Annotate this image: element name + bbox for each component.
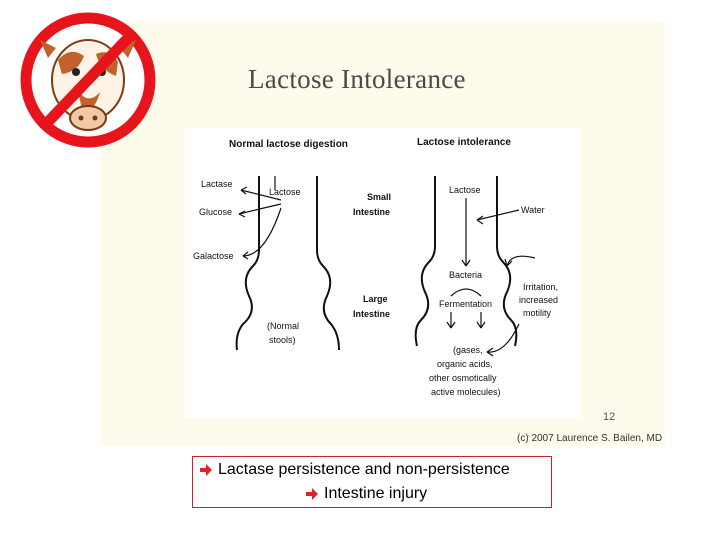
galactose-label: Galactose <box>193 251 234 261</box>
small-intestine-label-1: Small <box>367 192 391 202</box>
arrow-bullet-icon <box>200 464 212 476</box>
bullet-box: Lactase persistence and non-persistence … <box>192 456 552 508</box>
byproducts-label-4: active molecules) <box>431 387 501 397</box>
irritation-label-1: Irritation, <box>523 282 558 292</box>
irritation-label-3: motility <box>523 308 552 318</box>
slide-title: Lactose Intolerance <box>248 64 466 94</box>
bacteria-label: Bacteria <box>449 270 482 280</box>
bullet-text-1: Lactase persistence and non-persistence <box>218 461 510 478</box>
large-intestine-label-1: Large <box>363 294 388 304</box>
byproducts-label-3: other osmotically <box>429 373 497 383</box>
lactose-label-right: Lactose <box>449 185 481 195</box>
bullet-item-2: Intestine injury <box>305 485 427 503</box>
bullet-item-1: Lactase persistence and non-persistence <box>199 461 510 479</box>
normal-heading: Normal lactose digestion <box>229 139 348 150</box>
lactase-label: Lactase <box>201 179 233 189</box>
large-intestine-label-2: Intestine <box>353 309 390 319</box>
no-cow-icon <box>20 12 156 148</box>
normal-arrows <box>238 176 282 260</box>
fermentation-label: Fermentation <box>439 299 492 309</box>
intolerance-arrows <box>446 198 536 357</box>
normal-stools-label-2: stools) <box>269 335 296 345</box>
lactose-label-left: Lactose <box>269 187 301 197</box>
water-label: Water <box>521 205 545 215</box>
arrow-bullet-icon <box>306 488 318 500</box>
normal-stools-label-1: (Normal <box>267 321 299 331</box>
normal-digestion-tube <box>235 176 340 351</box>
intolerance-tube <box>414 176 518 347</box>
small-intestine-label-2: Intestine <box>353 207 390 217</box>
byproducts-label-1: (gases, <box>453 345 483 355</box>
intolerance-heading: Lactose intolerance <box>417 137 511 148</box>
lactose-diagram: Normal lactose digestion Lactase Lactose… <box>185 128 580 418</box>
glucose-label: Glucose <box>199 207 232 217</box>
irritation-label-2: increased <box>519 295 558 305</box>
page-number: 12 <box>603 411 616 423</box>
copyright-notice: (c) 2007 Laurence S. Bailen, MD <box>517 433 663 444</box>
byproducts-label-2: organic acids, <box>437 359 493 369</box>
bullet-text-2: Intestine injury <box>324 485 428 502</box>
